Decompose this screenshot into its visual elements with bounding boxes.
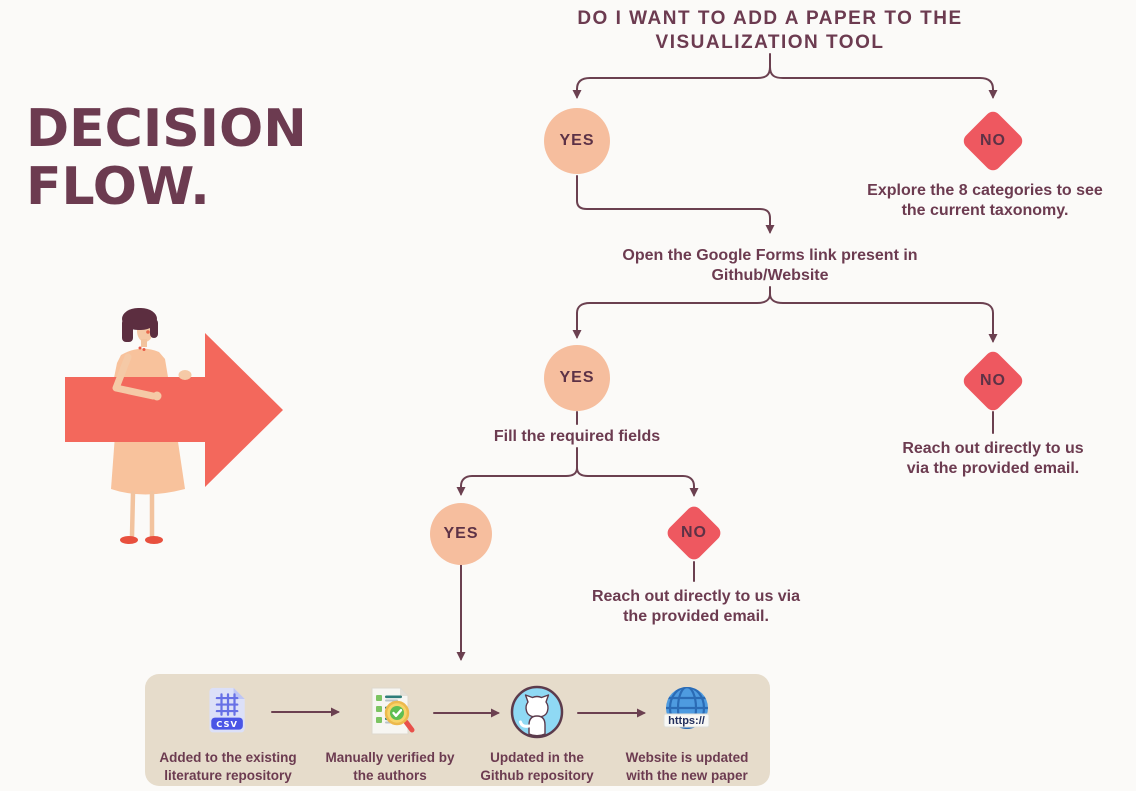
level3-no-result-line1: Reach out directly to us via <box>591 588 801 605</box>
level2-step-line2: Github/Website <box>711 266 829 284</box>
level2-step-text: Open the Google Forms link present in Gi… <box>570 246 970 285</box>
hair-lock <box>150 319 158 338</box>
level3-no-result-line2: the provided email. <box>623 607 769 625</box>
pipeline-step-website-updated: https:// Website is updated with the new… <box>607 682 767 784</box>
shoe <box>145 536 163 544</box>
level1-no-result: Explore the 8 categories to see the curr… <box>825 181 1136 220</box>
level3-step-text: Fill the required fields <box>493 428 661 445</box>
svg-text:https://: https:// <box>668 715 705 727</box>
level1-no-label: NO <box>980 132 1006 149</box>
level2-no-result-line1: Reach out directly to us <box>902 440 1084 457</box>
level1-no-result-line2: the current taxonomy. <box>901 201 1069 219</box>
root-question-line2: VISUALIZATION TOOL <box>655 32 885 54</box>
page-title-line2: FLOW. <box>26 157 210 218</box>
leg <box>129 490 136 539</box>
hair-lock <box>122 319 133 342</box>
pipeline-step-label: Updated in the Github repository <box>480 750 594 783</box>
level3-yes-label: YES <box>443 525 479 542</box>
hand <box>152 391 162 401</box>
pipeline-step-added-to-repository: CSV Added to the existing literature rep… <box>148 682 308 784</box>
pipeline-step-label: Manually verified by the authors <box>325 750 455 783</box>
level2-no-result: Reach out directly to us via the provide… <box>833 439 1136 478</box>
level1-no-node: NO <box>960 108 1026 174</box>
pipeline-step-manually-verified: Manually verified by the authors <box>310 682 470 784</box>
level3-yes-node: YES <box>430 503 492 565</box>
neck <box>141 339 147 347</box>
root-question: DO I WANT TO ADD A PAPER TO THE VISUALIZ… <box>490 7 1050 56</box>
pipeline-step-label: Website is updated with the new paper <box>625 750 749 783</box>
hand <box>178 370 192 380</box>
verified-document-icon <box>371 687 415 735</box>
coral-right-arrow <box>65 333 283 487</box>
level1-yes-node: YES <box>544 108 610 174</box>
level2-yes-node: YES <box>544 345 610 411</box>
earring <box>146 330 150 334</box>
level3-no-result: Reach out directly to us via the provide… <box>536 587 856 626</box>
level1-yes-label: YES <box>559 132 595 149</box>
root-question-line1: DO I WANT TO ADD A PAPER TO THE <box>577 8 963 29</box>
pipeline-step-github-updated: Updated in the Github repository <box>457 682 617 784</box>
github-icon <box>510 685 564 739</box>
csv-file-icon: CSV <box>209 687 245 733</box>
level3-no-label: NO <box>681 524 707 541</box>
octocat-tail <box>519 720 531 728</box>
pipeline-bar <box>145 674 770 786</box>
level2-yes-label: YES <box>559 369 595 386</box>
page-title: DECISION FLOW. <box>26 99 307 218</box>
website-icon: https:// <box>663 687 710 729</box>
level2-step-line1: Open the Google Forms link present in <box>622 247 918 264</box>
page-title-line1: DECISION <box>26 99 307 159</box>
woman-with-arrow-illustration <box>65 308 283 544</box>
level2-no-node: NO <box>960 348 1026 414</box>
level2-no-label: NO <box>980 372 1006 389</box>
magnifier-handle <box>403 719 415 733</box>
level3-no-node: NO <box>663 502 725 564</box>
level2-no-result-line2: via the provided email. <box>906 459 1080 477</box>
pipeline-step-label: Added to the existing literature reposit… <box>159 750 297 783</box>
shoe <box>120 536 138 544</box>
svg-text:CSV: CSV <box>216 719 238 729</box>
check-mark <box>392 709 403 717</box>
necklace-bead <box>142 348 146 351</box>
level1-no-result-line1: Explore the 8 categories to see <box>867 182 1103 199</box>
necklace-bead <box>138 346 142 350</box>
url-badge <box>663 713 710 728</box>
arm <box>112 353 157 400</box>
